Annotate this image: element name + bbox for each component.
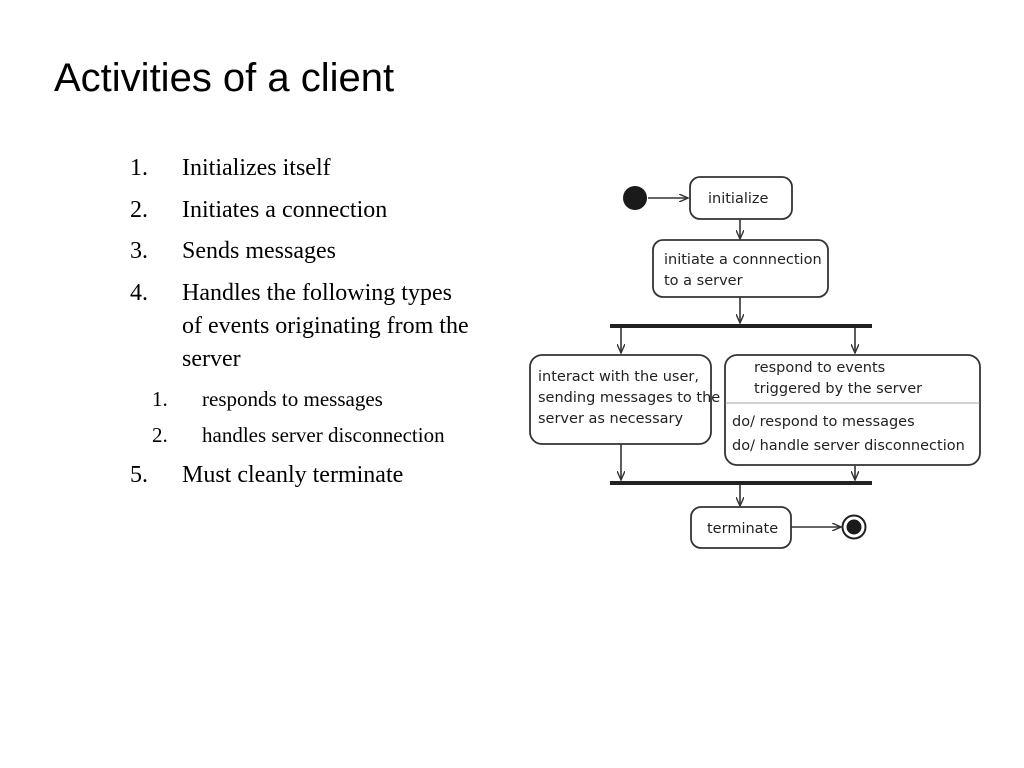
initialize-state [689,176,793,220]
list-text: Initiates a connection [182,197,388,223]
initial-node [623,186,647,210]
do-action-label: do/ respond to messages [732,414,915,430]
list-number: 5. [130,462,148,488]
list-text-line: of events originating from the [182,313,469,339]
sub-list-text: handles server disconnection [202,423,445,447]
list-text: Sends messages [182,238,336,264]
list-text: Must cleanly terminate [182,462,404,488]
list-text-line: server [182,346,241,372]
sub-list-number: 1. [152,387,168,411]
respond-state [724,354,981,466]
initiate-connection-label: initiate a connnection [664,252,822,268]
interact-label: interact with the user, [538,369,699,385]
interact-label: server as necessary [538,411,684,427]
list-number: 2. [130,197,148,223]
do-action-label: do/ handle server disconnection [732,438,965,454]
sub-list-number: 2. [152,423,168,447]
respond-label: respond to events [754,360,885,376]
initiate-connection-label: to a server [664,273,743,289]
list-number: 4. [130,280,148,306]
fork-bar [610,324,872,328]
list-number: 1. [130,155,148,181]
initialize-label: initialize [708,191,769,207]
list-text: Initializes itself [182,155,331,181]
list-number: 3. [130,238,148,264]
slide-title: Activities of a client [54,56,395,100]
join-bar [610,481,872,485]
interact-label: sending messages to the [538,390,720,406]
terminate-label: terminate [707,521,778,537]
final-node [841,514,867,540]
respond-label: triggered by the server [754,381,922,397]
sub-list-text: responds to messages [202,387,383,411]
list-text-line: Handles the following types [182,280,452,306]
